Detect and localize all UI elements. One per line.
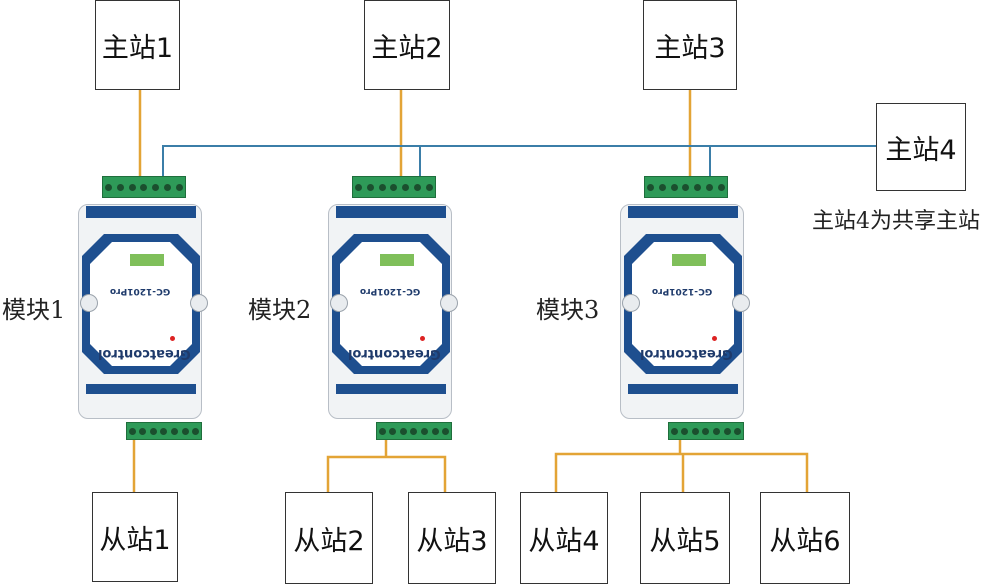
module-top-strip <box>86 206 196 218</box>
mount-hole-right <box>732 294 750 312</box>
top-terminal-block <box>644 176 728 198</box>
module-label-3: 模块3 <box>536 296 600 324</box>
master-box-3: 主站3 <box>643 0 737 90</box>
slave-label-1: 从站1 <box>99 524 171 556</box>
mount-hole-left <box>80 294 98 312</box>
module-model: GC-1201Pro <box>360 286 421 296</box>
slave-label-6: 从站6 <box>769 525 841 557</box>
status-led <box>420 336 425 341</box>
status-led <box>712 336 717 341</box>
module-top-strip <box>628 206 738 218</box>
mount-hole-left <box>330 294 348 312</box>
module-model: GC-1201Pro <box>652 286 713 296</box>
module-bottom-strip <box>86 384 196 394</box>
module-device-2: GC-1201Pro Greatcontrol <box>318 176 468 442</box>
wire-master4-bus <box>162 145 876 180</box>
module-brand: Greatcontrol <box>640 346 733 361</box>
bottom-terminal-block <box>126 422 202 440</box>
module-brand: Greatcontrol <box>98 346 191 361</box>
top-terminal-block <box>102 176 186 198</box>
module-device-3: GC-1201Pro Greatcontrol <box>610 176 760 442</box>
master-label-1: 主站1 <box>101 32 174 64</box>
module-model: GC-1201Pro <box>110 286 171 296</box>
bottom-terminal-block <box>668 422 744 440</box>
master-box-2: 主站2 <box>364 0 450 90</box>
shared-master-note: 主站4为共享主站 <box>812 209 980 234</box>
slave-box-3: 从站3 <box>408 492 496 584</box>
master-label-2: 主站2 <box>371 32 443 64</box>
wire-module3-slaves <box>554 452 809 492</box>
module-label-1: 模块1 <box>2 296 66 324</box>
slave-label-3: 从站3 <box>416 525 488 557</box>
master-label-4: 主站4 <box>885 134 957 166</box>
status-led <box>170 336 175 341</box>
slave-box-6: 从站6 <box>760 492 850 584</box>
mount-hole-right <box>190 294 208 312</box>
slave-label-4: 从站4 <box>528 525 600 557</box>
module-bottom-strip <box>336 384 446 394</box>
slave-box-2: 从站2 <box>285 492 373 584</box>
slave-box-1: 从站1 <box>92 492 178 582</box>
module-top-strip <box>336 206 446 218</box>
module-device-1: GC-1201Pro Greatcontrol <box>68 176 218 442</box>
master-box-1: 主站1 <box>95 0 180 90</box>
top-terminal-block <box>352 176 436 198</box>
bottom-terminal-block <box>376 422 452 440</box>
module-label-2: 模块2 <box>248 296 312 324</box>
module-bottom-strip <box>628 384 738 394</box>
slave-box-5: 从站5 <box>640 492 730 584</box>
slave-label-2: 从站2 <box>293 525 365 557</box>
slave-box-4: 从站4 <box>520 492 608 584</box>
slave-label-5: 从站5 <box>649 525 721 557</box>
mount-hole-left <box>622 294 640 312</box>
module-brand: Greatcontrol <box>348 346 441 361</box>
wire-module2-slaves <box>326 455 447 492</box>
master-box-4: 主站4 <box>876 103 966 191</box>
master-label-3: 主站3 <box>654 32 726 64</box>
mount-hole-right <box>440 294 458 312</box>
